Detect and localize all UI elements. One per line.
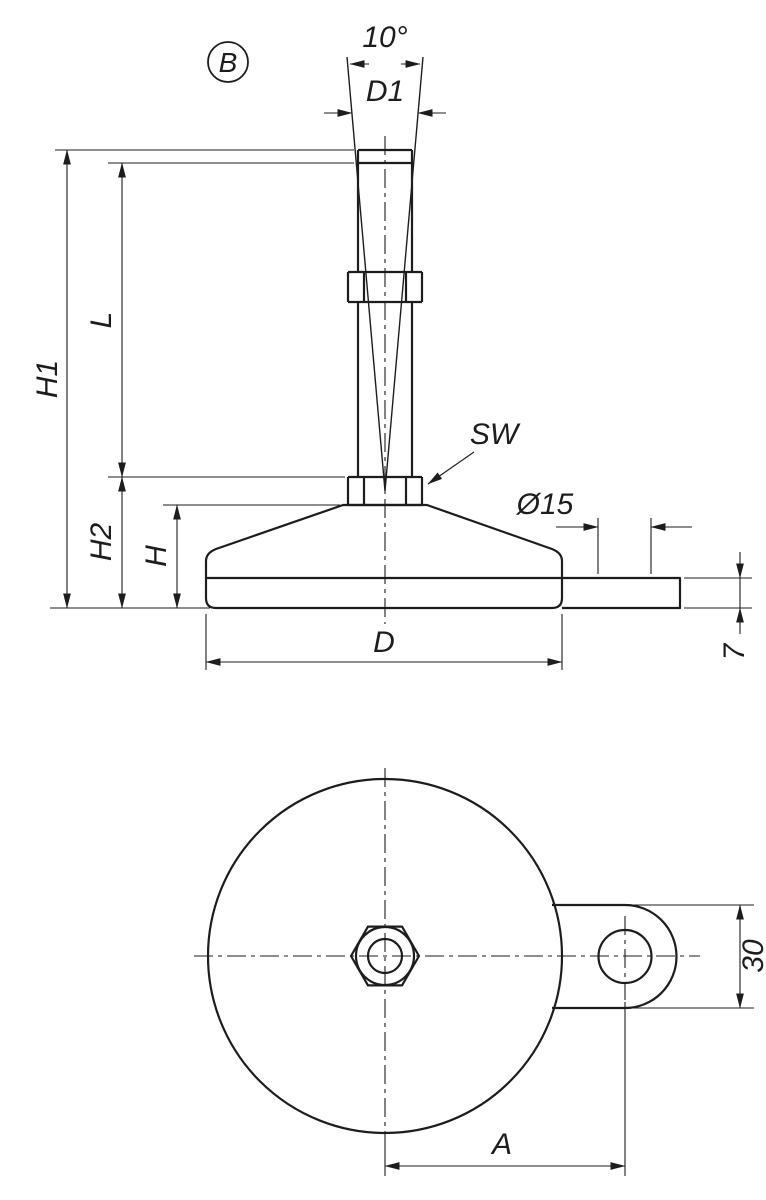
mounting-tab-top	[552, 903, 678, 1010]
dim-spindle-length-label: L	[85, 312, 118, 329]
dim-spindle-diameter: D1	[324, 75, 446, 117]
dim-base-height-label: H	[140, 545, 173, 567]
sw-leader-line	[427, 451, 475, 485]
dim-total-height-label: H1	[31, 360, 64, 398]
dim-lower-height: H2	[85, 476, 345, 609]
dim-base-height: H	[140, 504, 340, 609]
dim-tilt-angle-label: 10°	[362, 21, 407, 54]
dim-spindle-diameter-label: D1	[366, 75, 404, 108]
h1-extension-lines	[50, 149, 354, 609]
dim-tab-width-label: 30	[737, 939, 766, 973]
dim-tab-width: 30	[633, 904, 766, 1009]
t7-extension-lines	[684, 577, 752, 609]
w30-extension-lines	[633, 904, 754, 1009]
dim-hole-center-distance: A	[384, 1002, 626, 1176]
mounting-tab-side	[562, 576, 682, 610]
dim-spindle-length: L	[85, 162, 354, 478]
hole-extension-lines	[597, 518, 652, 574]
dim-hole-center-distance-label: A	[490, 1128, 512, 1161]
dim-base-diameter-label: D	[373, 626, 395, 659]
side-view: B 10° D1 H1	[31, 21, 752, 670]
view-label-text: B	[219, 47, 238, 78]
view-label-circle: B	[207, 41, 249, 83]
dim-tilt-angle: 10°	[349, 21, 421, 68]
thread-hole-circle	[366, 937, 404, 975]
spindle-hex-collar	[346, 270, 424, 304]
tab-hole	[597, 928, 653, 985]
hex-inscribed-circle	[354, 925, 416, 987]
dim-total-height: H1	[31, 149, 354, 609]
a-extension-lines	[384, 1002, 626, 1176]
top-view-centerlines	[194, 768, 700, 1145]
leader-wrench-size-label: SW	[470, 418, 521, 451]
dim-lower-height-label: H2	[85, 523, 118, 562]
dim-tab-thickness: 7	[684, 552, 752, 660]
base-circle	[206, 777, 564, 1135]
spindle-outline	[356, 148, 414, 477]
top-view: 30 A	[194, 768, 766, 1176]
base-outline	[204, 503, 564, 610]
leader-wrench-size: SW	[427, 418, 521, 485]
spindle-hex-top	[349, 925, 421, 987]
dim-tab-thickness-label: 7	[718, 642, 751, 660]
tilt-envelope-lines	[346, 56, 424, 492]
dim-tab-hole-diameter-label: Ø15	[516, 488, 574, 521]
dim-base-diameter: D	[205, 614, 563, 670]
view-label-ring	[207, 41, 249, 83]
dim-tab-hole-diameter: Ø15	[516, 488, 692, 574]
